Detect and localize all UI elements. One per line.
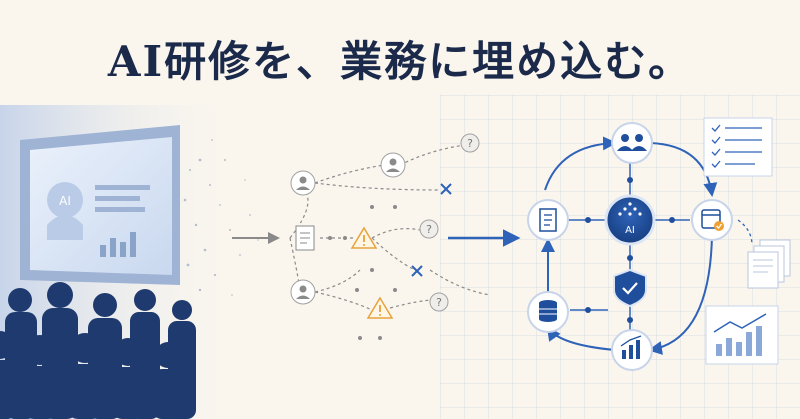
hub-ai-label: AI	[625, 225, 635, 236]
warning-icon	[350, 226, 378, 249]
classroom-scene: AI	[0, 105, 259, 419]
avatar-icon	[47, 182, 83, 218]
warning-icon	[366, 296, 394, 319]
cross-icon	[411, 265, 423, 277]
calendar-check-icon	[691, 199, 733, 241]
svg-text:?: ?	[426, 223, 432, 236]
question-icon: ?	[419, 219, 439, 239]
screen-ai-label: AI	[59, 194, 71, 208]
stacked-documents-icon	[747, 239, 791, 289]
question-icon: ?	[460, 133, 480, 153]
person-icon	[290, 279, 316, 305]
person-icon	[380, 152, 406, 178]
person-icon	[290, 170, 316, 196]
analytics-chart-icon	[705, 305, 779, 365]
shield-check-icon	[613, 268, 647, 308]
messy-process-nodes: ? ? ?	[290, 133, 480, 340]
checklist-icon	[703, 117, 773, 177]
cross-icon	[440, 183, 452, 195]
ai-system: AI	[527, 117, 791, 371]
svg-text:?: ?	[436, 296, 442, 309]
question-icon: ?	[429, 292, 449, 312]
svg-text:?: ?	[467, 137, 473, 150]
projection-screen: AI	[20, 125, 180, 285]
screen-bar-chart-icon	[100, 232, 136, 257]
headline: AI研修を、業務に埋め込む。	[107, 37, 693, 86]
ai-hub-icon: AI	[604, 194, 656, 246]
people-group-icon	[611, 122, 653, 164]
document-icon	[295, 225, 315, 251]
audience-silhouettes	[0, 282, 196, 419]
database-icon	[527, 291, 569, 333]
document-icon	[527, 199, 569, 241]
bar-chart-icon	[611, 329, 653, 371]
